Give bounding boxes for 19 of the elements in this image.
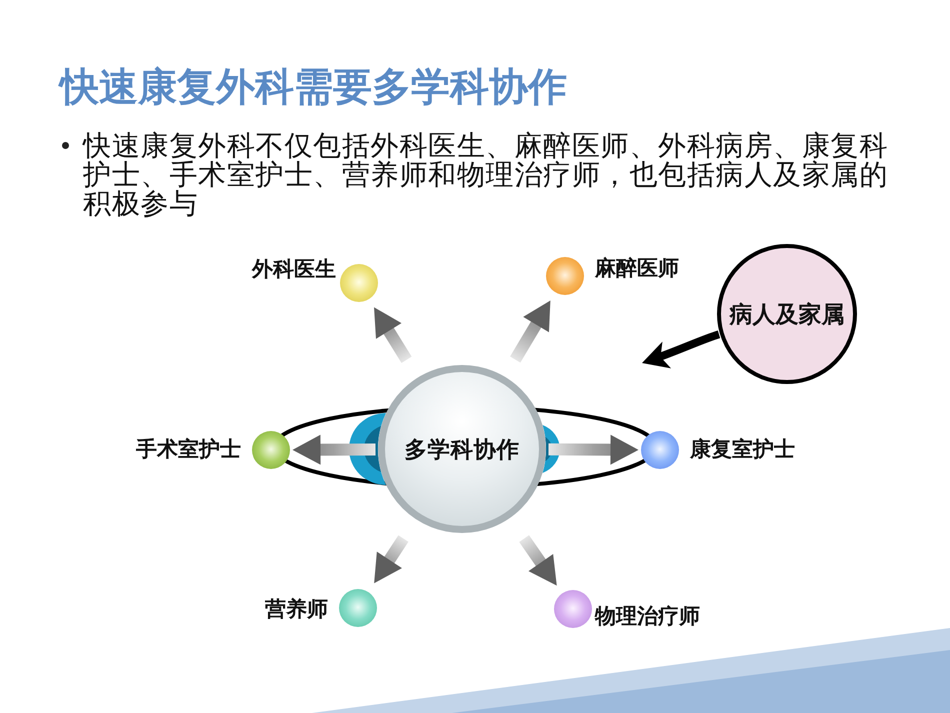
- bubble-circle: 病人及家属: [717, 244, 857, 384]
- node-label: 物理治疗师: [595, 605, 700, 629]
- arrow: [548, 434, 639, 465]
- sphere: [339, 589, 377, 627]
- slide-title: 快速康复外科需要多学科协作: [60, 66, 567, 110]
- node-label: 麻醉医师: [595, 257, 679, 281]
- node-label: 外科医生: [252, 258, 336, 282]
- sphere: [546, 257, 584, 295]
- node-label: 营养师: [265, 598, 328, 622]
- arrow: [292, 434, 376, 465]
- sphere: [340, 264, 378, 302]
- curved-arrow: [640, 330, 720, 368]
- node-label: 康复室护士: [690, 438, 795, 462]
- hub-circle: 多学科协作: [378, 365, 546, 533]
- sphere: [554, 590, 592, 628]
- sphere: [252, 431, 290, 469]
- bullet-text: 快速康复外科不仅包括外科医生、麻醉医师、外科病房、康复科护士、手术室护士、营养师和物理治疗师，也包括病人及家属的积极参与: [83, 131, 889, 218]
- node-label: 手术室护士: [136, 438, 241, 462]
- sphere: [641, 431, 679, 469]
